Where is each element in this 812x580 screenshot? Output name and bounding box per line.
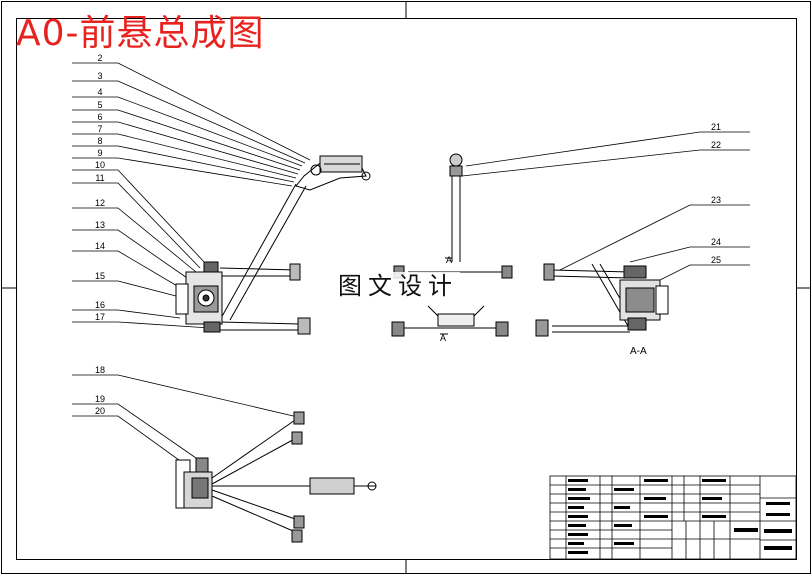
callout-8: 8 — [97, 136, 102, 146]
centring-marks — [2, 2, 810, 573]
callout-11: 11 — [95, 173, 104, 183]
callout-13: 13 — [95, 220, 105, 230]
callout-25: 25 — [711, 255, 721, 265]
callout-18: 18 — [95, 365, 105, 375]
callout-7: 7 — [97, 124, 102, 134]
callout-6: 6 — [97, 112, 102, 122]
watermark-text: 图文设计 — [336, 272, 460, 300]
drawing-title: A0-前悬总成图 — [16, 13, 265, 54]
callout-17: 17 — [95, 312, 105, 322]
leader-lines-right — [461, 131, 750, 283]
callout-labels-right: 21 22 23 24 25 — [711, 122, 721, 265]
title-block — [549, 475, 797, 560]
callout-22: 22 — [711, 140, 721, 150]
leader-lines-bottom — [72, 374, 303, 469]
leader-lines-left — [72, 62, 311, 329]
front-suspension-view-bottom — [175, 411, 377, 543]
callout-19: 19 — [95, 394, 105, 404]
front-suspension-view-section — [535, 263, 669, 337]
inner-frame — [16, 18, 797, 560]
callout-15: 15 — [95, 271, 105, 281]
callout-labels-bottom: 18 19 20 — [95, 365, 105, 416]
callout-14: 14 — [95, 241, 105, 251]
callout-23: 23 — [711, 195, 721, 205]
callout-4: 4 — [97, 87, 102, 97]
callout-20: 20 — [95, 406, 105, 416]
callout-24: 24 — [711, 237, 721, 247]
callout-5: 5 — [97, 100, 102, 110]
callout-21: 21 — [711, 122, 721, 132]
section-mark-bottom: A — [440, 333, 446, 343]
callout-10: 10 — [95, 160, 105, 170]
callout-16: 16 — [95, 300, 105, 310]
front-suspension-view-center — [391, 153, 513, 337]
section-mark-top: A — [446, 255, 452, 265]
front-suspension-view-left — [175, 155, 371, 335]
callout-3: 3 — [97, 71, 102, 81]
callout-labels-left: 2 3 4 5 6 7 8 9 10 11 12 13 14 15 16 17 — [95, 53, 105, 322]
section-view-label: A-A — [630, 346, 647, 357]
callout-2: 2 — [97, 53, 102, 63]
callout-12: 12 — [95, 198, 105, 208]
callout-9: 9 — [97, 148, 102, 158]
title-block-text-marks — [568, 479, 792, 554]
